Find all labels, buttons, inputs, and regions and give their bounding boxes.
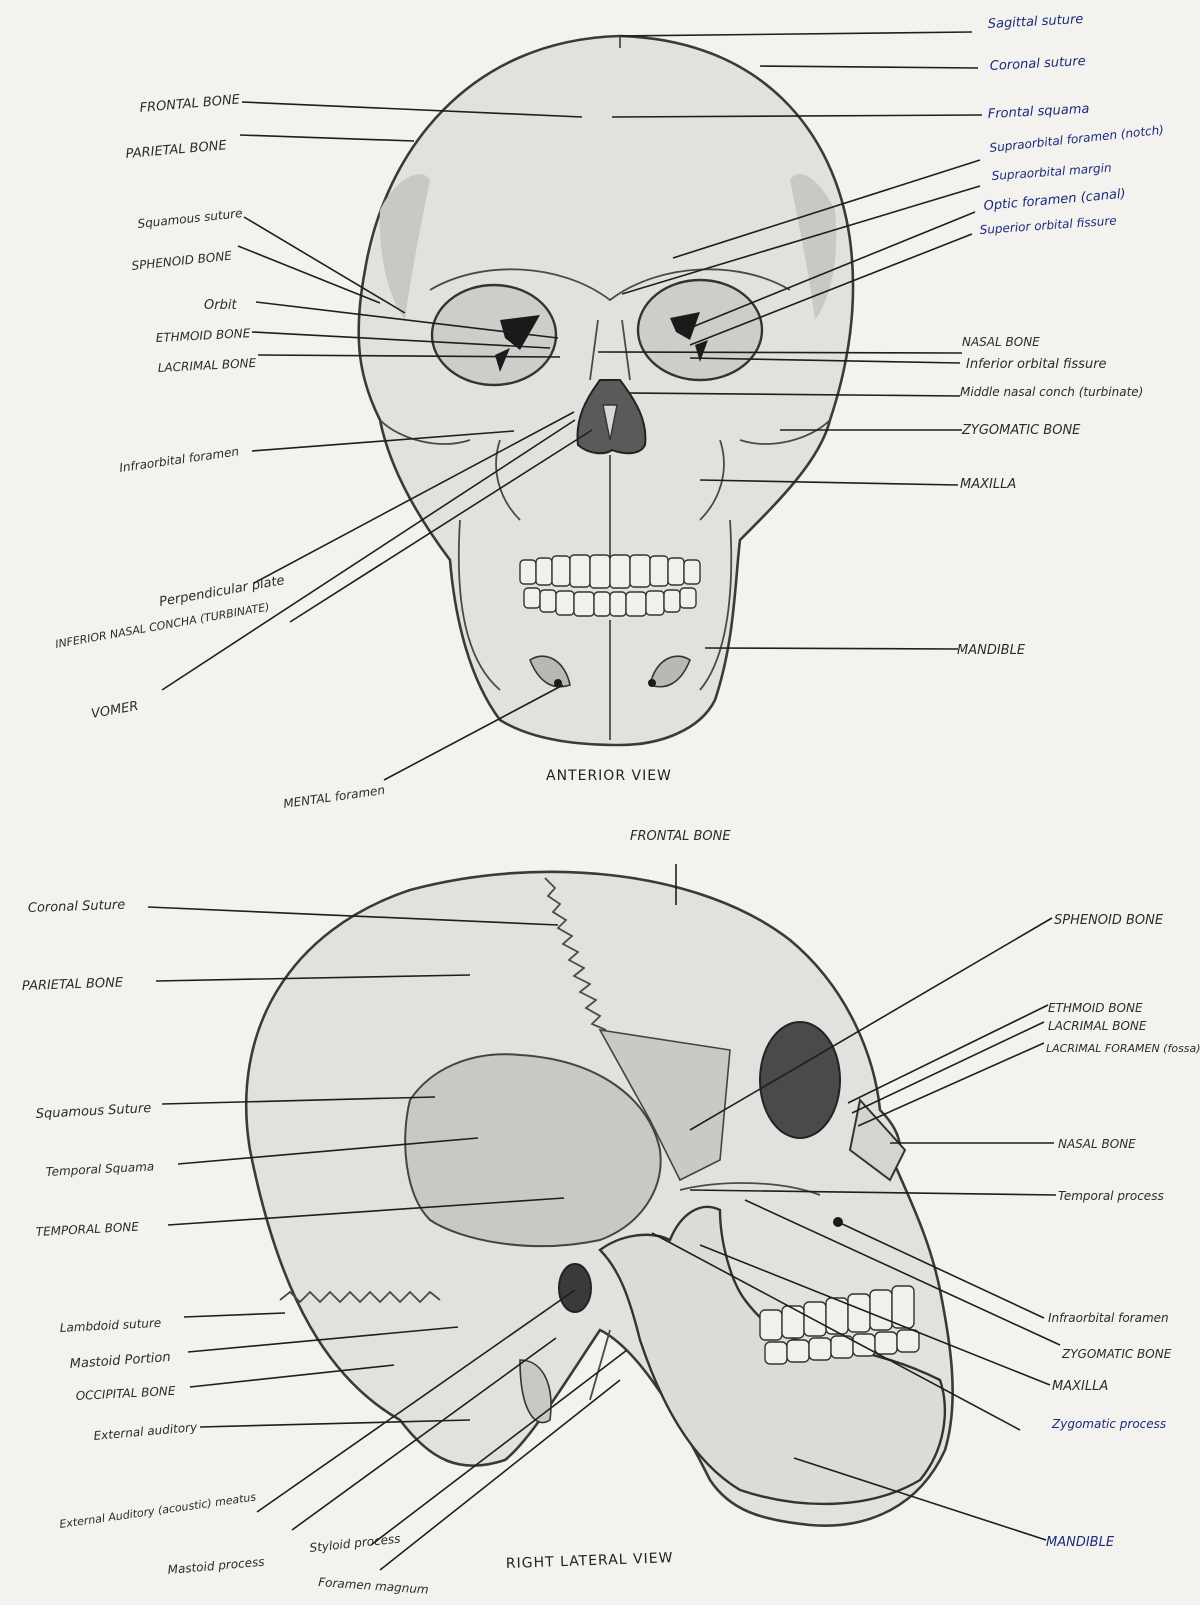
anterior-label: LACRIMAL BONE	[157, 356, 256, 375]
lateral-label: Foramen magnum	[318, 1575, 429, 1597]
anterior-label: SPHENOID BONE	[131, 248, 233, 272]
lateral-label: External Auditory (acoustic) meatus	[59, 1490, 258, 1531]
lateral-label: ZYGOMATIC BONE	[1061, 1347, 1172, 1361]
lateral-label: LACRIMAL FORAMEN (fossa)	[1046, 1042, 1200, 1055]
lateral-label: Lambdoid suture	[59, 1316, 161, 1335]
lateral-label: MAXILLA	[1052, 1379, 1108, 1394]
anterior-label: FRONTAL BONE	[139, 92, 241, 116]
anterior-label: MAXILLA	[960, 477, 1016, 492]
anterior-label: Sagittal suture	[987, 12, 1083, 32]
lateral-label: Temporal process	[1058, 1189, 1164, 1203]
anterior-label: Superior orbital fissure	[979, 213, 1117, 237]
anterior-view-caption: ANTERIOR VIEW	[546, 768, 672, 784]
lateral-label: Styloid process	[309, 1532, 401, 1555]
anterior-label: Squamous suture	[137, 206, 243, 231]
anterior-label: Supraorbital margin	[991, 161, 1112, 183]
lateral-view-caption: RIGHT LATERAL VIEW	[506, 1550, 674, 1572]
lateral-label: SPHENOID BONE	[1054, 913, 1164, 928]
lateral-label: Temporal Squama	[45, 1159, 154, 1179]
anterior-label: PARIETAL BONE	[125, 138, 228, 162]
lateral-label: TEMPORAL BONE	[35, 1220, 139, 1239]
lateral-label: External auditory	[93, 1420, 199, 1443]
anterior-label: MENTAL foramen	[282, 783, 385, 811]
anterior-label: Inferior orbital fissure	[966, 357, 1107, 372]
anterior-label: ETHMOID BONE	[155, 326, 251, 345]
lateral-label: FRONTAL BONE	[630, 829, 731, 844]
lateral-label: MANDIBLE	[1046, 1535, 1115, 1550]
anterior-teeth	[519, 554, 701, 617]
anterior-label: NASAL BONE	[962, 335, 1040, 349]
lateral-label: Mastoid Portion	[69, 1350, 171, 1372]
lateral-label: Zygomatic process	[1051, 1417, 1166, 1431]
anterior-label: Middle nasal conch (turbinate)	[960, 385, 1143, 399]
anterior-label: Optic foramen (canal)	[983, 187, 1126, 214]
anterior-leader-lines	[161, 31, 983, 781]
lateral-label: ETHMOID BONE	[1048, 1001, 1143, 1015]
anterior-label: ZYGOMATIC BONE	[961, 423, 1081, 438]
lateral-label: PARIETAL BONE	[22, 975, 125, 994]
lateral-label: Infraorbital foramen	[1048, 1311, 1169, 1325]
anterior-label: Infraorbital foramen	[118, 444, 239, 475]
anterior-label: Supraorbital foramen (notch)	[989, 123, 1165, 155]
lateral-leader-lines	[147, 864, 1061, 1571]
anterior-label: MANDIBLE	[957, 643, 1026, 658]
anterior-label: VOMER	[90, 699, 139, 722]
lateral-label: Mastoid process	[167, 1555, 265, 1577]
lateral-teeth	[759, 1285, 920, 1365]
anterior-label: Frontal squama	[987, 102, 1089, 122]
anterior-skull-drawing	[357, 34, 855, 747]
anterior-label: Orbit	[204, 298, 237, 313]
lateral-label: LACRIMAL BONE	[1048, 1019, 1147, 1033]
lateral-label: NASAL BONE	[1058, 1137, 1136, 1151]
anterior-label: Coronal suture	[989, 54, 1086, 74]
lateral-skull-drawing	[245, 870, 954, 1527]
lateral-label: Squamous Suture	[35, 1101, 151, 1122]
lateral-label: Coronal Suture	[28, 898, 126, 916]
lateral-label: OCCIPITAL BONE	[75, 1384, 176, 1403]
